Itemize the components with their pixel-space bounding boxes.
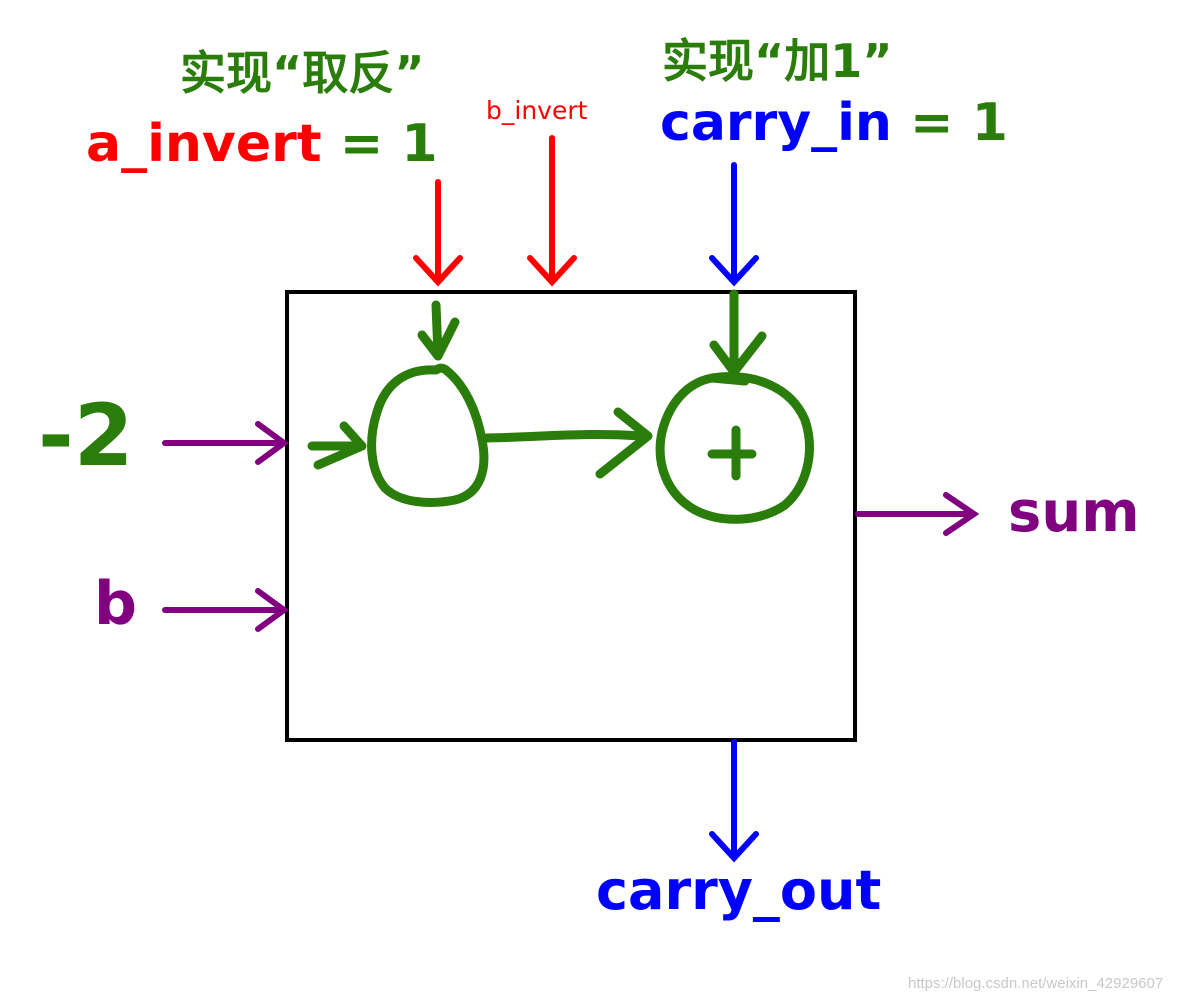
input-a-arrow bbox=[162, 421, 290, 465]
inverter-top-arrow bbox=[417, 300, 460, 361]
inverter-left-arrow bbox=[307, 421, 367, 470]
inverter-to-adder-arrow bbox=[481, 407, 653, 479]
note-invert: 实现“取反” bbox=[180, 46, 425, 100]
carry-in-value: = 1 bbox=[891, 93, 1008, 153]
output-carry-label: carry_out bbox=[596, 859, 882, 922]
carry-in-name: carry_in bbox=[660, 93, 892, 153]
carry-in-label: carry_in = 1 bbox=[660, 97, 1008, 149]
sum-arrow bbox=[855, 492, 980, 536]
b-invert-label: b_invert bbox=[486, 96, 588, 125]
input-b-arrow bbox=[162, 588, 290, 632]
alu-box bbox=[285, 290, 857, 742]
carry-in-arrow bbox=[709, 162, 759, 287]
adder-circle bbox=[655, 372, 814, 524]
b-invert-arrow bbox=[527, 135, 577, 287]
input-a-label: -2 bbox=[38, 386, 134, 486]
output-sum-label: sum bbox=[1008, 480, 1140, 545]
adder-top-arrow bbox=[709, 289, 767, 377]
inverter-circle bbox=[367, 363, 489, 507]
a-invert-value: = 1 bbox=[321, 114, 438, 174]
a-invert-arrow bbox=[413, 179, 463, 287]
input-b-label: b bbox=[94, 569, 137, 639]
adder-plus-sign bbox=[707, 425, 757, 481]
a-invert-name: a_invert bbox=[86, 114, 322, 174]
a-invert-label: a_invert = 1 bbox=[86, 118, 438, 170]
note-add-one: 实现“加1” bbox=[662, 34, 893, 88]
carry-out-arrow bbox=[709, 739, 759, 863]
watermark: https://blog.csdn.net/weixin_42929607 bbox=[908, 975, 1164, 992]
